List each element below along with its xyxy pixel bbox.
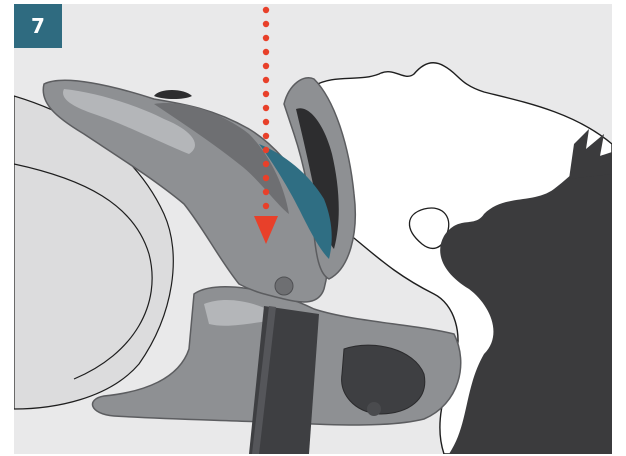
collar-front-piece-ridge [154,103,289,214]
illustration-frame: 7 [14,4,612,454]
patient-body-inner-line [14,163,153,380]
cervical-collar-illustration [14,6,612,454]
collar-strap-edge [252,306,276,454]
collar-front-piece-knob [154,90,192,99]
patient-hair [440,154,612,454]
chin-pad-teal [259,144,332,259]
collar-front-piece [42,79,330,303]
red-dotted-down-arrow [254,6,278,244]
collar-front-piece-light [63,89,195,154]
collar-back-piece-rivet [367,402,381,416]
step-number-badge: 7 [14,4,62,48]
collar-front-piece-rivet [274,276,294,296]
patient-ear [408,207,450,250]
patient-hair-strands [569,129,612,179]
collar-back-piece-dial [341,344,426,415]
